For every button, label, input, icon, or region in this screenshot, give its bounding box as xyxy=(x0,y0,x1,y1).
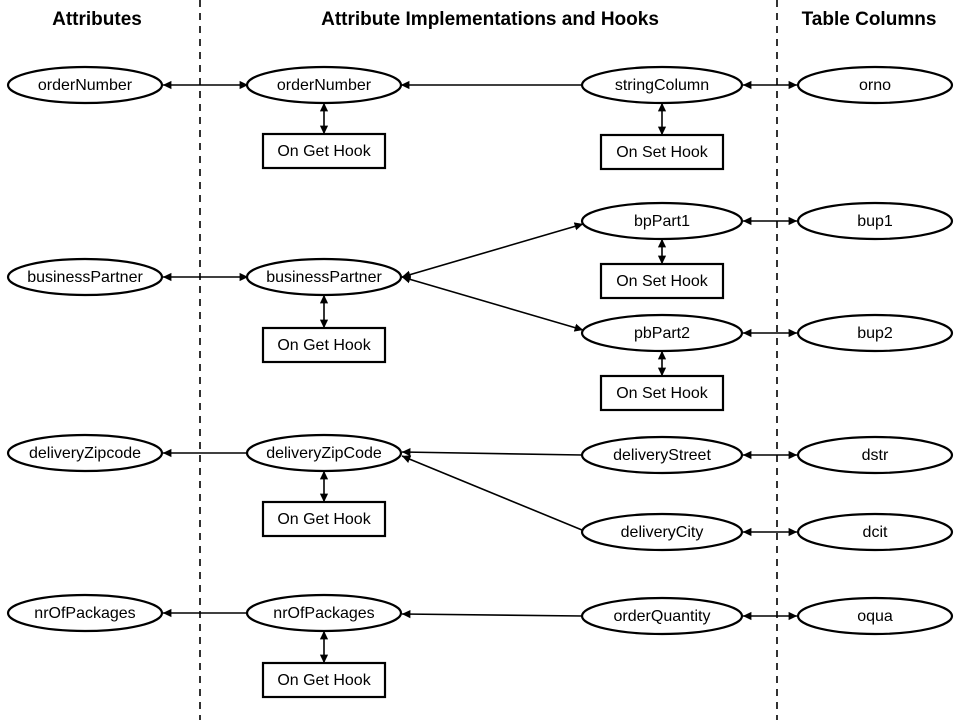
col-dcit-shape xyxy=(796,512,954,552)
attr-deliveryzipcode-label: deliveryZipcode xyxy=(29,445,141,462)
node-attr-nrofpackages[interactable]: nrOfPackages xyxy=(6,593,164,633)
hook-pbpart2-set-label: On Set Hook xyxy=(616,385,709,402)
conn-bppart1-to-businesspartner xyxy=(401,222,584,279)
impl-businesspartner-label: businessPartner xyxy=(266,269,382,286)
impl-bppart1-label: bpPart1 xyxy=(634,213,690,230)
hook-nrofpackages-get-label: On Get Hook xyxy=(277,672,371,689)
hook-deliveryzipcode-get-box xyxy=(261,500,387,538)
hook-stringcolumn-set-box xyxy=(599,133,725,171)
impl-deliveryzipcode-label: deliveryZipCode xyxy=(266,445,382,462)
impl-deliveryzipcode-shape xyxy=(245,433,403,473)
impl-deliverystreet-label: deliveryStreet xyxy=(613,447,711,464)
node-impl-pbpart2[interactable]: pbPart2 xyxy=(580,313,744,353)
attr-ordernumber-shape xyxy=(6,65,164,105)
node-impl-stringcolumn[interactable]: stringColumn xyxy=(580,65,744,105)
col-bup2-shape xyxy=(796,313,954,353)
node-impl-businesspartner[interactable]: businessPartner xyxy=(245,257,403,297)
node-attr-deliveryzipcode[interactable]: deliveryZipcode xyxy=(6,433,164,473)
impl-ordernumber-label: orderNumber xyxy=(277,77,372,94)
attr-nrofpackages-shape xyxy=(6,593,164,633)
col-dstr-label: dstr xyxy=(862,447,889,464)
hook-nrofpackages-get-box xyxy=(261,661,387,699)
attr-businesspartner-shape xyxy=(6,257,164,297)
node-impl-deliverycity[interactable]: deliveryCity xyxy=(580,512,744,552)
conn-deliverycity-to-zipcode xyxy=(401,455,583,531)
impl-nrofpackages-label: nrOfPackages xyxy=(273,605,374,622)
connector-lines xyxy=(162,80,798,621)
hook-deliveryzipcode-get-label: On Get Hook xyxy=(277,511,371,528)
column-header-implementations: Attribute Implementations and Hooks xyxy=(321,9,659,30)
hook-connectors xyxy=(319,102,667,664)
impl-ordernumber-shape xyxy=(245,65,403,105)
hook-hook-pbpart2-set[interactable]: On Set Hook xyxy=(599,374,725,412)
hook-bppart1-set-box xyxy=(599,262,725,300)
hook-hook-deliveryzipcode-get[interactable]: On Get Hook xyxy=(261,500,387,538)
node-impl-ordernumber[interactable]: orderNumber xyxy=(245,65,403,105)
hook-bppart1-set-label: On Set Hook xyxy=(616,273,709,290)
conn-orderquantity-to-nrofpackages xyxy=(401,609,583,619)
impl-businesspartner-shape xyxy=(245,257,403,297)
attr-nrofpackages-label: nrOfPackages xyxy=(34,605,135,622)
node-attr-businesspartner[interactable]: businessPartner xyxy=(6,257,164,297)
node-impl-deliveryzipcode[interactable]: deliveryZipCode xyxy=(245,433,403,473)
hook-boxes: On Get Hook On Set Hook On Set Hook On Get … xyxy=(261,132,725,699)
node-impl-deliverystreet[interactable]: deliveryStreet xyxy=(580,435,744,475)
impl-orderquantity-shape xyxy=(580,596,744,636)
hook-hook-businesspartner-get[interactable]: On Get Hook xyxy=(261,326,387,364)
node-col-bup1[interactable]: bup1 xyxy=(796,201,954,241)
node-col-orno[interactable]: orno xyxy=(796,65,954,105)
implementation-nodes: orderNumber businessPartner deliveryZipCod… xyxy=(245,65,744,636)
attribute-nodes: orderNumber businessPartner deliveryZipcod… xyxy=(6,65,164,633)
column-headers: Attributes Attribute Implementations and … xyxy=(52,9,936,30)
hook-hook-stringcolumn-set[interactable]: On Set Hook xyxy=(599,133,725,171)
node-col-dstr[interactable]: dstr xyxy=(796,435,954,475)
node-attr-ordernumber[interactable]: orderNumber xyxy=(6,65,164,105)
col-orno-label: orno xyxy=(859,77,891,94)
col-oqua-label: oqua xyxy=(857,608,893,625)
impl-bppart1-shape xyxy=(580,201,744,241)
hook-businesspartner-get-box xyxy=(261,326,387,364)
hook-hook-ordernumber-get[interactable]: On Get Hook xyxy=(261,132,387,170)
impl-pbpart2-shape xyxy=(580,313,744,353)
node-col-dcit[interactable]: dcit xyxy=(796,512,954,552)
col-dstr-shape xyxy=(796,435,954,475)
conn-pbpart2-to-businesspartner xyxy=(401,275,584,332)
impl-pbpart2-label: pbPart2 xyxy=(634,325,690,342)
node-impl-nrofpackages[interactable]: nrOfPackages xyxy=(245,593,403,633)
impl-nrofpackages-shape xyxy=(245,593,403,633)
hook-stringcolumn-set-label: On Set Hook xyxy=(616,144,709,161)
hook-hook-nrofpackages-get[interactable]: On Get Hook xyxy=(261,661,387,699)
hook-pbpart2-set-box xyxy=(599,374,725,412)
hook-hook-bppart1-set[interactable]: On Set Hook xyxy=(599,262,725,300)
hook-ordernumber-get-label: On Get Hook xyxy=(277,143,371,160)
col-orno-shape xyxy=(796,65,954,105)
impl-deliverystreet-shape xyxy=(580,435,744,475)
attr-deliveryzipcode-shape xyxy=(6,433,164,473)
node-col-bup2[interactable]: bup2 xyxy=(796,313,954,353)
col-bup1-label: bup1 xyxy=(857,213,893,230)
attr-ordernumber-label: orderNumber xyxy=(38,77,133,94)
col-oqua-shape xyxy=(796,596,954,636)
impl-stringcolumn-label: stringColumn xyxy=(615,77,709,94)
conn-deliverystreet-to-zipcode xyxy=(401,448,583,457)
table-column-nodes: orno bup1 bup2 dstr dcit oqua xyxy=(796,65,954,636)
impl-deliverycity-label: deliveryCity xyxy=(621,524,704,541)
hook-ordernumber-get-box xyxy=(261,132,387,170)
col-dcit-label: dcit xyxy=(863,524,888,541)
column-header-table-columns: Table Columns xyxy=(802,9,937,30)
col-bup2-label: bup2 xyxy=(857,325,893,342)
hook-businesspartner-get-label: On Get Hook xyxy=(277,337,371,354)
impl-stringcolumn-shape xyxy=(580,65,744,105)
column-header-attributes: Attributes xyxy=(52,9,142,30)
impl-orderquantity-label: orderQuantity xyxy=(614,608,711,625)
column-dividers xyxy=(199,0,778,720)
node-col-oqua[interactable]: oqua xyxy=(796,596,954,636)
node-impl-orderquantity[interactable]: orderQuantity xyxy=(580,596,744,636)
node-impl-bppart1[interactable]: bpPart1 xyxy=(580,201,744,241)
impl-deliverycity-shape xyxy=(580,512,744,552)
col-bup1-shape xyxy=(796,201,954,241)
attr-businesspartner-label: businessPartner xyxy=(27,269,143,286)
